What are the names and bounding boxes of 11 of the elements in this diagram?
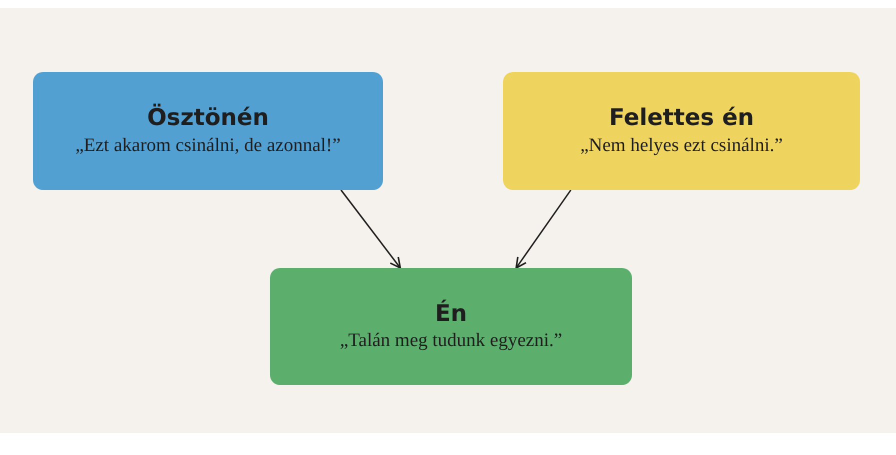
quote-text: „Nem helyes ezt csinálni.” xyxy=(580,134,783,157)
arrow xyxy=(515,190,572,269)
arrow xyxy=(340,190,402,269)
rounded-box xyxy=(503,72,860,190)
quote-text: „Talán meg tudunk egyezni.” xyxy=(340,330,562,352)
box-heading: Felettes én xyxy=(608,105,754,133)
quote-text: „Ezt akarom csinálni, de azonnal!” xyxy=(75,134,341,157)
rounded-box xyxy=(270,268,632,385)
box-heading: Én xyxy=(434,300,468,328)
rounded-box xyxy=(33,72,383,190)
box-heading: Ösztönén xyxy=(147,105,269,133)
